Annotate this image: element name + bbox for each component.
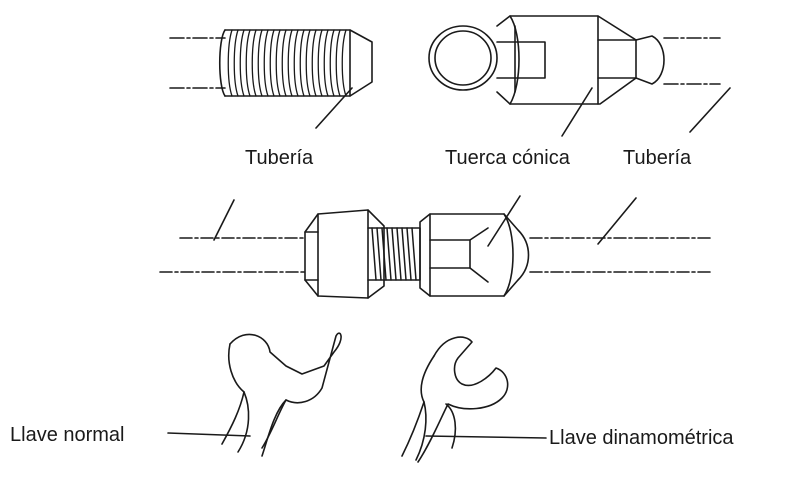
label-flare-nut: Tuerca cónica <box>445 147 570 169</box>
label-pipe-left: Tubería <box>245 147 314 169</box>
torque-wrench-illustration <box>401 336 547 463</box>
spanner-illustration <box>167 332 342 457</box>
label-pipe-right: Tubería <box>623 147 692 169</box>
assembled-connection <box>159 195 713 299</box>
thread-lines-top <box>227 29 347 97</box>
thread-lines-middle <box>371 227 417 281</box>
label-spanner: Llave normal <box>10 424 125 446</box>
flare-nut-top-right <box>428 15 731 137</box>
label-torque-wrench: Llave dinamométrica <box>549 427 734 449</box>
threaded-pipe-top-left <box>169 29 373 129</box>
